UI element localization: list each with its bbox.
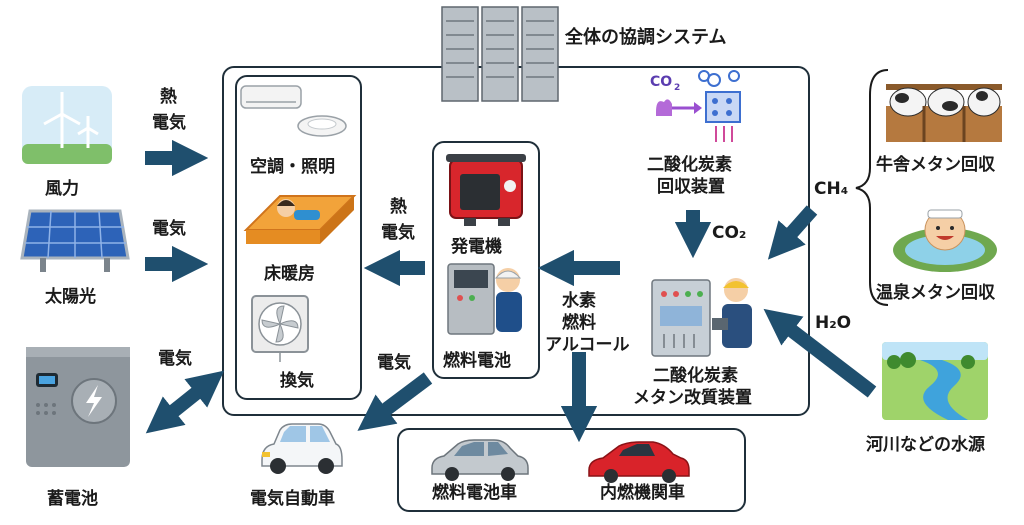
water-source-label: 河川などの水源 (866, 435, 985, 455)
co2-flow-label: CO₂ (712, 223, 747, 243)
floor-heating-label: 床暖房 (264, 264, 315, 284)
server-icon (441, 6, 559, 102)
ventilation-label: 換気 (280, 371, 314, 391)
arrow-battery-io (145, 370, 225, 434)
fuel-cell-label: 燃料電池 (443, 351, 511, 371)
methane-brace (855, 69, 889, 306)
generator-icon (446, 154, 526, 226)
co2-capture-label-1: 二酸化炭素 (647, 155, 732, 175)
sports-car-icon (588, 441, 690, 483)
wind-label: 風力 (45, 179, 79, 199)
heating-flow-heat: 熱 (390, 197, 407, 217)
reformer-icon (651, 278, 752, 357)
arrow-h2o-in (763, 308, 877, 398)
ev-flow-electricity: 電気 (377, 353, 411, 373)
ev-car-icon (261, 423, 343, 474)
svg-text:CO: CO (650, 74, 672, 90)
wind-turbine-icon (22, 86, 112, 164)
h2o-flow-label: H₂O (815, 313, 852, 333)
floor-heating-icon (243, 195, 357, 244)
ev-label: 電気自動車 (250, 489, 335, 509)
ice-car-label: 内燃機関車 (600, 483, 685, 503)
heating-flow-electricity: 電気 (381, 223, 415, 243)
cow-barn-icon (886, 84, 1002, 142)
ventilation-fan-icon (251, 295, 309, 362)
solar-label: 太陽光 (45, 287, 96, 307)
generator-label: 発電機 (451, 237, 502, 257)
wind-flow-electricity: 電気 (152, 113, 186, 133)
reformer-label-1: 二酸化炭素 (653, 366, 738, 386)
svg-text:2: 2 (674, 83, 680, 93)
wind-flow-heat: 熱 (160, 87, 177, 107)
fuel-alcohol-label: アルコール (545, 335, 630, 355)
solar-panel-icon (20, 209, 130, 272)
battery-flow-electricity: 電気 (158, 349, 192, 369)
heating-group-frame (235, 75, 362, 400)
co2-capture-label-2: 回収装置 (657, 177, 725, 197)
reformer-label-2: メタン改質装置 (633, 388, 752, 408)
ac-light-label: 空調・照明 (250, 157, 335, 177)
battery-icon (26, 347, 130, 467)
solar-flow-electricity: 電気 (152, 219, 186, 239)
arrow-ch4-in (767, 205, 818, 260)
river-icon (882, 342, 988, 420)
hot-spring-icon (893, 209, 997, 272)
barn-methane-label: 牛舎メタン回収 (876, 155, 995, 175)
arrow-to-ev (357, 372, 433, 431)
ch4-flow-label: CH₄ (814, 179, 849, 199)
hotspring-methane-label: 温泉メタン回収 (876, 283, 995, 303)
fcv-label: 燃料電池車 (432, 483, 517, 503)
fuel-cell-icon (447, 263, 522, 335)
fuel-fuel-label: 燃料 (562, 313, 596, 333)
co2-capture-icon: CO 2 (650, 70, 741, 142)
ceiling-light-icon (297, 115, 347, 137)
fuel-hydrogen-label: 水素 (562, 291, 596, 311)
coordination-system-label: 全体の協調システム (565, 27, 727, 48)
air-conditioner-icon (240, 85, 302, 109)
fcv-car-icon (431, 439, 529, 481)
battery-label: 蓄電池 (47, 489, 98, 509)
